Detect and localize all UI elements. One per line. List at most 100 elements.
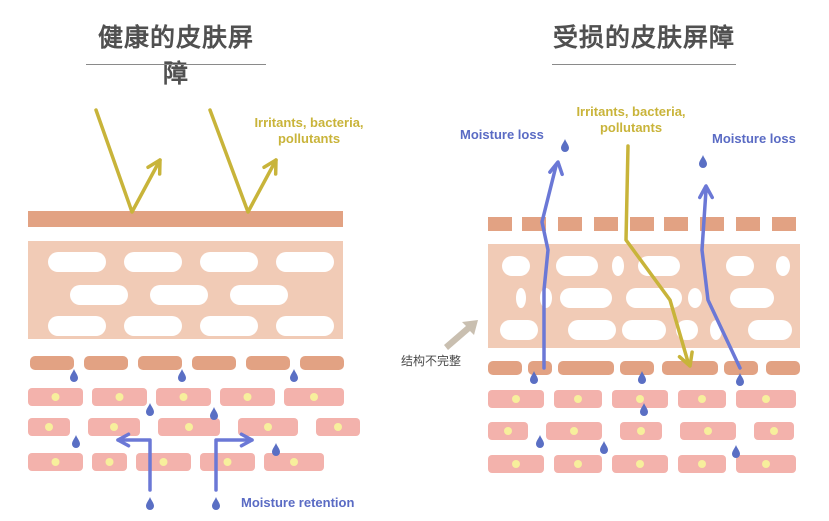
- cell-nucleus: [762, 460, 770, 468]
- lipid-vesicle: [124, 316, 182, 336]
- lipid-vesicle-broken: [560, 288, 612, 308]
- damaged-irritants-label: Irritants, bacteria, pollutants: [576, 104, 686, 135]
- cell-nucleus: [51, 458, 60, 466]
- healthy-stratum-corneum-top: [28, 211, 343, 227]
- cell-nucleus: [110, 423, 118, 431]
- lipid-vesicle-broken: [748, 320, 792, 340]
- water-drop-icon: [178, 369, 186, 382]
- lipid-vesicle-broken: [730, 288, 774, 308]
- lipid-vesicle-broken: [622, 320, 666, 340]
- water-drop-icon: [146, 403, 154, 416]
- damaged-stratum-fragment: [772, 217, 796, 231]
- arrow-head: [548, 160, 564, 177]
- damaged-stratum-fragment: [488, 217, 512, 231]
- lipid-vesicle: [48, 252, 106, 272]
- cell-nucleus: [636, 460, 644, 468]
- cell-nucleus: [223, 458, 232, 466]
- lipid-vesicle: [200, 252, 258, 272]
- water-drop-icon: [536, 435, 544, 448]
- water-drop-icon: [290, 369, 298, 382]
- damaged-title-underline: [552, 64, 736, 65]
- cell-nucleus: [179, 393, 188, 401]
- arrow-head: [239, 432, 254, 448]
- damaged-stratum-fragment: [522, 217, 546, 231]
- irritant-arrow-penetrating: [624, 144, 690, 364]
- cell-nucleus: [51, 393, 60, 401]
- healthy-title-underline: [86, 64, 266, 65]
- arrow-head: [146, 158, 162, 176]
- lipid-vesicle: [200, 316, 258, 336]
- lipid-vesicle-broken: [500, 320, 538, 340]
- lipid-vesicle-broken: [516, 288, 526, 308]
- lipid-vesicle: [230, 285, 288, 305]
- healthy-moisture-retention-label: Moisture retention: [241, 495, 355, 510]
- cell-nucleus: [704, 427, 712, 435]
- lipid-vesicle-broken: [502, 256, 530, 276]
- healthy-brick: [192, 356, 236, 370]
- damaged-stratum-fragment: [594, 217, 618, 231]
- lipid-vesicle-broken: [626, 288, 682, 308]
- lipid-vesicle: [276, 316, 334, 336]
- lipid-vesicle-broken: [556, 256, 598, 276]
- moisture-retention-arrow: [214, 438, 254, 492]
- lipid-vesicle: [276, 252, 334, 272]
- incomplete-structure-label: 结构不完整: [401, 354, 462, 368]
- lipid-vesicle: [70, 285, 128, 305]
- lipid-vesicle-broken: [540, 288, 552, 308]
- water-drop-icon: [70, 369, 78, 382]
- lipid-vesicle-broken: [568, 320, 616, 340]
- water-drop-icon: [732, 445, 740, 458]
- cell-nucleus: [115, 393, 124, 401]
- water-drop-icon: [561, 139, 569, 152]
- cell-nucleus: [574, 460, 582, 468]
- cell-nucleus: [762, 395, 770, 403]
- cell-nucleus: [574, 395, 582, 403]
- water-drop-icon: [212, 497, 220, 510]
- damaged-brick: [766, 361, 800, 375]
- damaged-brick: [662, 361, 718, 375]
- cell-nucleus: [570, 427, 578, 435]
- healthy-brick: [30, 356, 74, 370]
- moisture-retention-arrow: [116, 438, 152, 492]
- damaged-stratum-fragment: [664, 217, 688, 231]
- lipid-vesicle-broken: [726, 256, 754, 276]
- water-drop-icon: [72, 435, 80, 448]
- lipid-vesicle: [48, 316, 106, 336]
- cell-nucleus: [504, 427, 512, 435]
- water-drop-icon: [146, 497, 154, 510]
- damaged-brick: [558, 361, 614, 375]
- moisture-loss-arrow: [700, 188, 742, 370]
- cell-nucleus: [310, 393, 318, 401]
- arrow-head: [677, 350, 694, 368]
- cell-nucleus: [698, 460, 706, 468]
- lipid-vesicle-broken: [688, 288, 702, 308]
- cell-nucleus: [512, 395, 520, 403]
- damaged-title: 受损的皮肤屏障: [552, 23, 735, 52]
- healthy-irritants-label: Irritants, bacteria, pollutants: [254, 115, 364, 146]
- moisture-loss-arrow: [540, 164, 558, 370]
- lipid-vesicle: [150, 285, 208, 305]
- water-drop-icon: [699, 155, 707, 168]
- lipid-vesicle-broken: [612, 256, 624, 276]
- irritant-arrow-reflected: [94, 108, 162, 214]
- arrow-head: [262, 158, 278, 176]
- cell-nucleus: [637, 427, 645, 435]
- water-drop-icon: [530, 371, 538, 384]
- water-drop-icon: [640, 403, 648, 416]
- healthy-brick: [84, 356, 128, 370]
- damaged-brick: [620, 361, 654, 375]
- healthy-brick: [300, 356, 344, 370]
- arrow-head: [698, 184, 714, 200]
- damaged-stratum-fragment: [630, 217, 654, 231]
- healthy-title: 健康的皮肤屏障: [97, 23, 254, 88]
- lipid-vesicle: [124, 252, 182, 272]
- cell-nucleus: [159, 458, 168, 466]
- water-drop-icon: [600, 441, 608, 454]
- water-drop-icon: [638, 371, 646, 384]
- cell-nucleus: [334, 423, 342, 431]
- cell-nucleus: [105, 458, 114, 466]
- incomplete-pointer-arrow-icon: [444, 320, 478, 350]
- irritant-arrow-reflected: [208, 108, 278, 214]
- water-drop-icon: [210, 407, 218, 420]
